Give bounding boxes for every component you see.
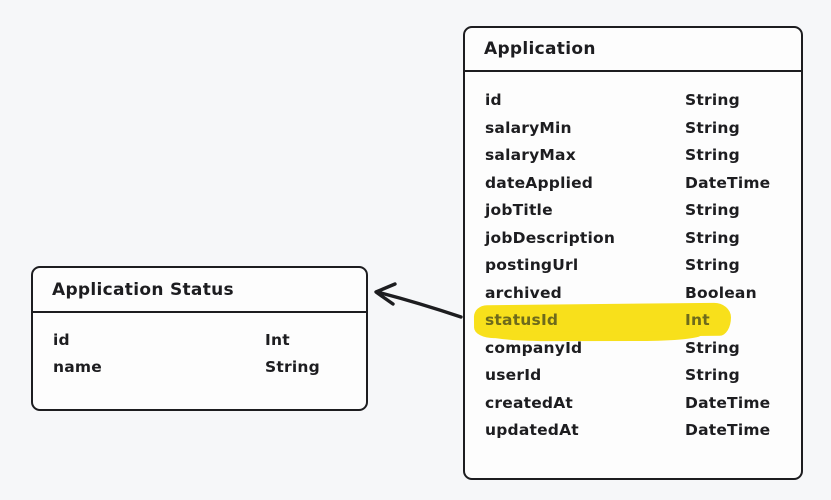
field-name: salaryMax: [485, 146, 576, 164]
field-name: jobDescription: [485, 228, 616, 247]
field-row-id: id Int: [53, 327, 346, 354]
field-name: postingUrl: [485, 256, 579, 274]
field-row-dateapplied: dateApplied DateTime: [485, 170, 781, 198]
field-row-archived: archived Boolean: [485, 280, 781, 308]
field-row-postingurl: postingUrl String: [485, 252, 781, 280]
entity-application-status[interactable]: Application Status id Int name String: [31, 266, 368, 411]
field-type: String: [685, 118, 740, 137]
field-type: String: [685, 228, 740, 247]
field-type: DateTime: [685, 421, 771, 439]
field-row-salarymin: salaryMin String: [485, 115, 781, 143]
field-type: Int: [265, 331, 290, 349]
field-type: Boolean: [685, 283, 757, 302]
field-name: statusId: [485, 311, 559, 329]
field-name: userId: [485, 366, 542, 384]
entity-application[interactable]: Application id String salaryMin String s…: [463, 26, 803, 480]
field-type: String: [265, 358, 320, 376]
field-name: companyId: [485, 338, 583, 357]
field-type: DateTime: [685, 393, 771, 412]
field-type: String: [685, 201, 740, 219]
entity-title: Application Status: [52, 279, 234, 300]
field-name: id: [53, 331, 70, 349]
arrowhead-icon: [374, 282, 397, 306]
entity-header: Application: [465, 28, 801, 72]
field-row-jobdescription: jobDescription String: [485, 225, 781, 253]
field-name: salaryMin: [485, 118, 572, 137]
field-name: jobTitle: [485, 201, 553, 219]
field-name: archived: [485, 283, 562, 302]
arrow-shaft: [375, 290, 463, 319]
field-type: String: [685, 91, 740, 109]
field-row-name: name String: [53, 354, 346, 381]
field-name: createdAt: [485, 393, 574, 412]
field-type: String: [685, 146, 740, 164]
field-row-salarymax: salaryMax String: [485, 142, 781, 170]
field-type: String: [685, 338, 740, 357]
field-name: name: [53, 358, 102, 376]
field-row-statusid: statusId Int: [473, 302, 781, 339]
field-row-userid: userId String: [485, 362, 781, 390]
field-list: id Int name String: [33, 313, 366, 381]
field-name: dateApplied: [485, 173, 594, 192]
field-name: id: [485, 91, 502, 109]
field-type: String: [685, 366, 740, 384]
field-row-companyid: companyId String: [485, 335, 781, 363]
field-name: updatedAt: [485, 421, 579, 439]
field-list: id String salaryMin String salaryMax Str…: [465, 72, 801, 445]
entity-header: Application Status: [33, 268, 366, 313]
field-row-createdat: createdAt DateTime: [485, 390, 781, 418]
field-type: DateTime: [685, 173, 771, 192]
field-row-updatedat: updatedAt DateTime: [485, 417, 781, 445]
entity-title: Application: [484, 39, 596, 59]
field-row-jobtitle: jobTitle String: [485, 197, 781, 225]
field-row-id: id String: [485, 87, 781, 115]
field-type: String: [685, 256, 740, 274]
field-type: Int: [685, 311, 710, 329]
